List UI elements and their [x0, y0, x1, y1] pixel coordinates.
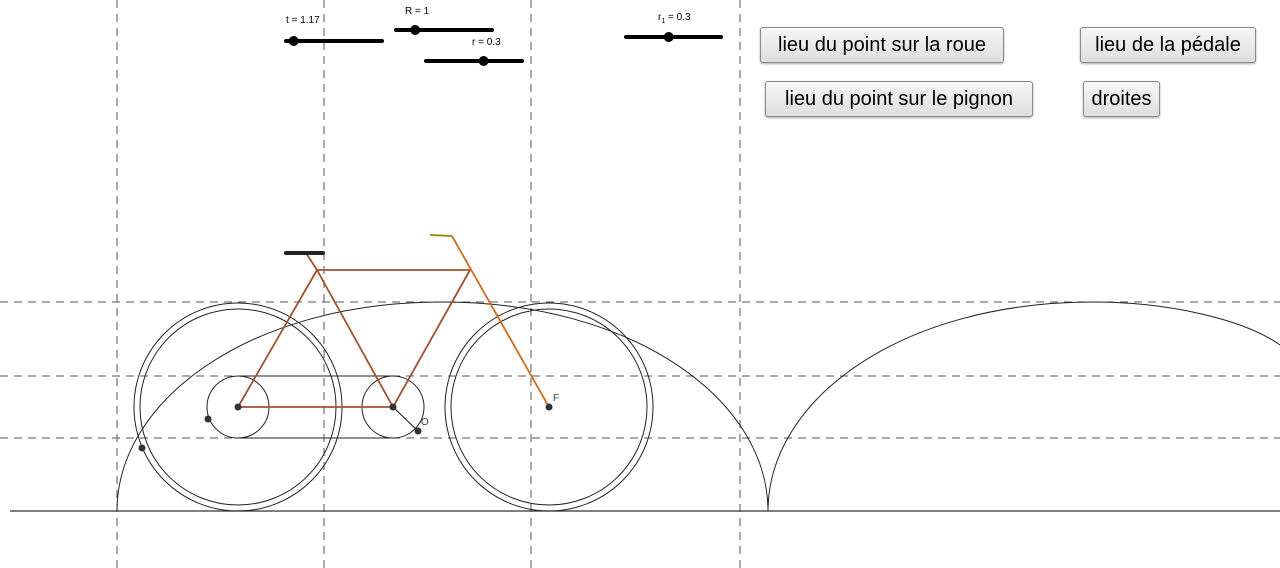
slider-t-label: t = 1.17: [286, 15, 320, 26]
cycloid-locus: [116, 301, 1280, 512]
handlebar-stem: [429, 234, 453, 237]
point-label-F: F: [553, 393, 559, 404]
pedal-point[interactable]: [414, 427, 422, 435]
crank-arm: [392, 406, 419, 432]
rear-hub-point[interactable]: [234, 403, 242, 411]
point-label-O: O: [421, 417, 429, 428]
slider-r1-label: r1 = 0.3: [658, 12, 691, 25]
bike-frame: [237, 252, 471, 408]
slider-t-handle[interactable]: [288, 36, 299, 46]
slider-t[interactable]: t = 1.17: [284, 15, 384, 46]
vertical-guides: [116, 0, 741, 568]
slider-R[interactable]: R = 1: [394, 6, 494, 35]
front-hub-point[interactable]: [545, 403, 553, 411]
lines-button[interactable]: droites: [1083, 81, 1160, 117]
front-wheel-outer: [444, 302, 654, 512]
seat-stay: [237, 269, 318, 408]
slider-R-handle[interactable]: [410, 25, 421, 35]
front-wheel-inner: [450, 308, 648, 506]
pedal-locus-button[interactable]: lieu de la pédale: [1080, 27, 1256, 63]
horizontal-guides: [0, 301, 1280, 439]
slider-R-label: R = 1: [405, 6, 430, 17]
slider-r1[interactable]: r1 = 0.3: [624, 12, 723, 42]
seat-post: [305, 252, 318, 271]
pinion-locus-button[interactable]: lieu du point sur le pignon: [765, 81, 1033, 117]
down-tube: [392, 269, 471, 408]
front-wheel: [444, 302, 654, 512]
wheel-locus-button[interactable]: lieu du point sur la roue: [760, 27, 1004, 63]
slider-r-label: r = 0.3: [472, 37, 501, 48]
fork: [451, 235, 550, 408]
slider-r-handle[interactable]: [478, 56, 489, 66]
bottom-bracket-point[interactable]: [389, 403, 397, 411]
points: [138, 403, 553, 452]
slider-r[interactable]: r = 0.3: [424, 37, 524, 66]
seat-tube: [316, 269, 394, 408]
sprocket-locus-point[interactable]: [204, 415, 212, 423]
wheel-locus-point[interactable]: [138, 444, 146, 452]
slider-r1-handle[interactable]: [663, 32, 674, 42]
